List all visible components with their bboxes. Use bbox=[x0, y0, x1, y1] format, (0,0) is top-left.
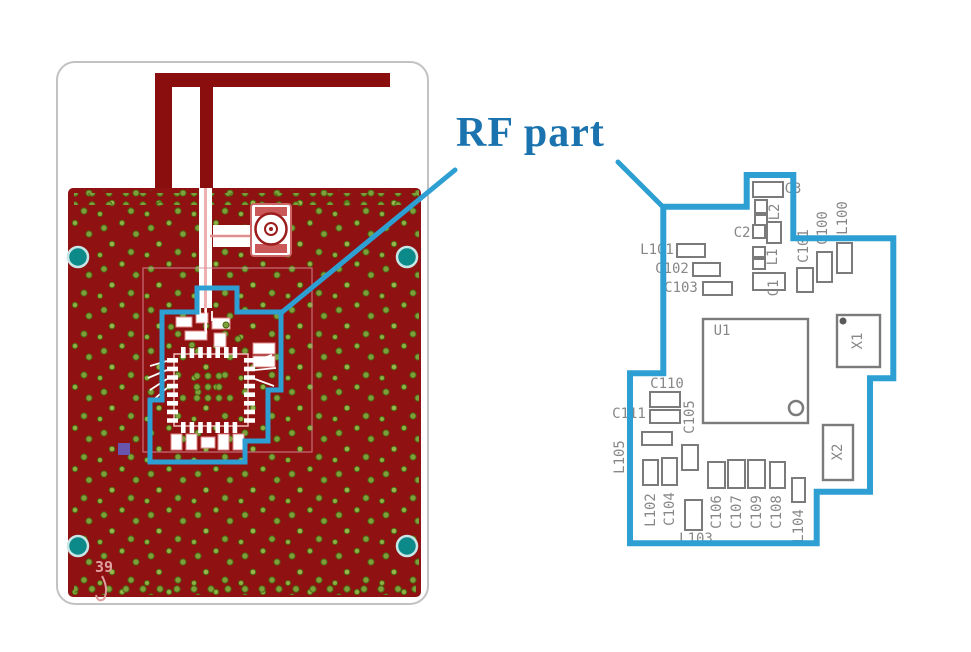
component-label-c110: C110 bbox=[650, 376, 684, 392]
antenna-trace bbox=[155, 73, 390, 188]
rf-part-label: RF part bbox=[456, 110, 605, 156]
solder-mark bbox=[118, 443, 130, 455]
silkscreen-outline bbox=[142, 267, 313, 453]
ufl-connector bbox=[250, 203, 292, 257]
component-label-l100: L100 bbox=[835, 201, 851, 235]
component-label-c2: C2 bbox=[733, 225, 751, 241]
component-label-l102: L102 bbox=[643, 493, 659, 527]
component-label-c102: C102 bbox=[655, 261, 689, 277]
pcb-mark-text: 39 bbox=[95, 558, 113, 576]
component-label-l103: L103 bbox=[679, 531, 713, 547]
component-label-c104: C104 bbox=[662, 492, 678, 526]
via-field bbox=[70, 190, 419, 595]
component-label-c1: C1 bbox=[766, 279, 782, 297]
mounting-holes bbox=[66, 245, 419, 558]
component-label-c108: C108 bbox=[769, 495, 785, 529]
pcb-mark: 39 bbox=[95, 558, 113, 602]
component-label-l1: L1 bbox=[765, 248, 781, 266]
component-label-c103: C103 bbox=[664, 280, 698, 296]
rf-region-outline bbox=[147, 285, 284, 465]
u1-pin1-marker bbox=[787, 399, 805, 417]
x1-pin1-dot bbox=[839, 317, 847, 325]
component-label-l105: L105 bbox=[612, 440, 628, 474]
component-label-l101: L101 bbox=[640, 242, 674, 258]
ground-plane bbox=[68, 188, 421, 597]
component-label-c111: C111 bbox=[612, 406, 646, 422]
component-label-c105: C105 bbox=[682, 400, 698, 434]
pcb-board: 39 bbox=[56, 61, 429, 605]
component-label-l2: L2 bbox=[767, 203, 783, 221]
component-label-c101: C101 bbox=[796, 229, 812, 263]
component-label-c107: C107 bbox=[729, 495, 745, 529]
antenna-feed-trace bbox=[199, 188, 253, 335]
callout-line-left bbox=[278, 167, 458, 316]
rf-chip-area bbox=[147, 308, 277, 451]
component-label-x2: X2 bbox=[830, 443, 846, 461]
component-label-c3: C3 bbox=[784, 181, 802, 197]
component-label-x1: X1 bbox=[850, 332, 866, 350]
component-label-c100: C100 bbox=[815, 211, 831, 245]
component-label-c109: C109 bbox=[749, 495, 765, 529]
component-label-l104: L104 bbox=[791, 509, 807, 543]
component-label-u1: U1 bbox=[713, 323, 731, 339]
component-label-c106: C106 bbox=[709, 495, 725, 529]
board-outline bbox=[56, 61, 429, 605]
rf-schematic: C3 L2 C2 L1 C1 C101 C100 L100 L101 C102 … bbox=[600, 160, 930, 580]
